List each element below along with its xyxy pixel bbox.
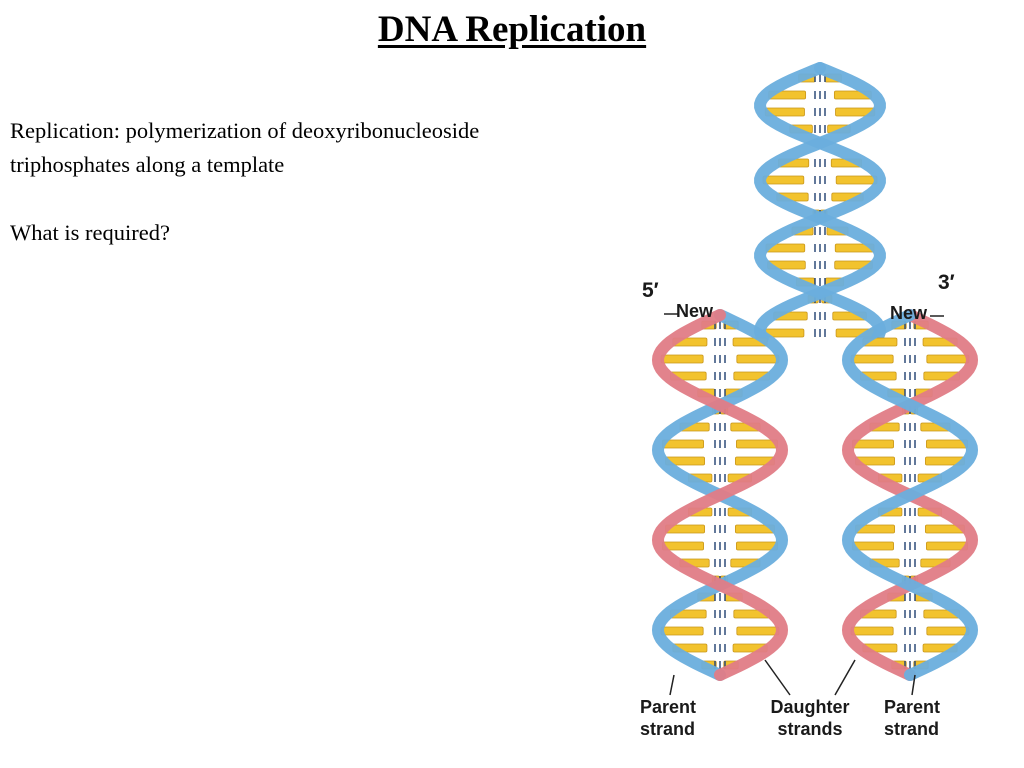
left-daughter-helix-base-pair xyxy=(660,626,704,636)
right-daughter-helix-strand-b xyxy=(841,309,979,681)
parent-right-line1: Parent xyxy=(884,697,941,717)
right-daughter-helix-base-pair xyxy=(926,626,970,636)
daughter-left-pointer xyxy=(764,659,791,696)
daughter-right-pointer xyxy=(834,659,856,696)
three-prime-label: 3′ xyxy=(938,271,955,294)
parent-helix-base-pair xyxy=(762,175,805,185)
definition-paragraph: Replication: polymerization of deoxyribo… xyxy=(10,118,480,177)
parent-helix-strand-b xyxy=(754,62,886,344)
dna-helix-illustration xyxy=(651,62,979,696)
parent-right-line2: strand xyxy=(884,719,940,739)
five-prime-label: 5′ xyxy=(642,279,659,302)
parent-helix-base-pair xyxy=(835,175,878,185)
daughter-line1: Daughter xyxy=(770,697,850,717)
parent-right-pointer xyxy=(911,674,916,696)
right-daughter-helix-base-pair xyxy=(926,354,970,364)
dna-replication-figure: 5′ 3′ New New Parent strand Daughter str… xyxy=(630,60,1010,760)
daughter-line2: strands xyxy=(777,719,843,739)
question-paragraph: What is required? xyxy=(10,220,170,245)
right-daughter-helix-base-pair xyxy=(850,626,894,636)
right-daughter-helix-base-pair xyxy=(850,354,894,364)
parent-strand-label-right: Parent strand xyxy=(884,696,940,740)
left-daughter-helix-base-pair xyxy=(736,626,780,636)
daughter-strands-label: Daughter strands xyxy=(758,696,862,740)
parent-left-line2: strand xyxy=(640,719,696,739)
new-strand-label-right: New xyxy=(890,303,928,323)
parent-strand-label-left: Parent strand xyxy=(640,696,696,740)
parent-left-pointer xyxy=(669,674,675,696)
slide-title: DNA Replication xyxy=(377,9,647,50)
body-text: Replication: polymerization of deoxyribo… xyxy=(10,114,530,284)
left-daughter-helix-base-pair xyxy=(660,354,704,364)
left-daughter-helix-strand-b xyxy=(651,309,789,681)
new-strand-label-left: New xyxy=(676,301,714,321)
left-daughter-helix-base-pair xyxy=(736,354,780,364)
parent-left-line1: Parent xyxy=(640,697,697,717)
